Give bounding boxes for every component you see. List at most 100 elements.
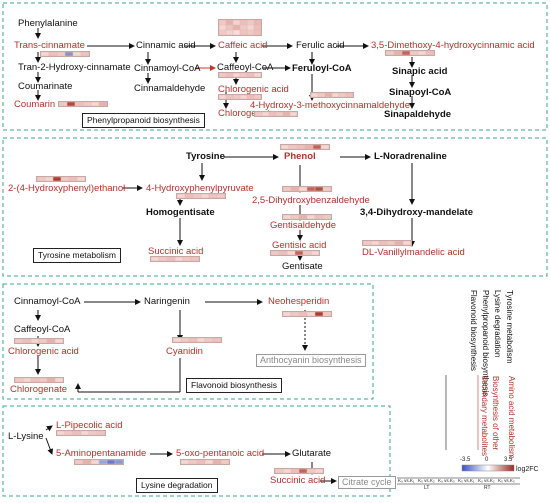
heatmap-cell (41, 52, 49, 56)
heatmap-cell (254, 95, 261, 99)
link-anthocyanin-biosynthesis[interactable]: Anthocyanin biosynthesis (256, 354, 366, 367)
node-l-lysine: L-Lysine (8, 431, 44, 442)
heatmap-cell (283, 215, 291, 219)
node-homogentisate: Homogentisate (146, 207, 215, 218)
heatmap-cell (233, 20, 240, 25)
heatmap-cell (15, 339, 23, 343)
node-chlorogenic-acid: Chlorogenic acid (218, 84, 289, 95)
heatmap-cell (219, 95, 226, 99)
heatmap-cell (175, 257, 183, 261)
node-phenylalanine: Phenylalanine (18, 18, 78, 29)
heatmap-cell (323, 187, 331, 191)
node-oxo-pentanoic-acid: 5-oxo-pentanoic acid (176, 448, 265, 459)
heatmap-cell (23, 378, 31, 382)
node-feruloyl-coa: Feruloyl-CoA (292, 63, 352, 74)
hm-coumarin (58, 101, 108, 107)
node-dl-vanillylmandelic-acid: DL-Vanillylmandelic acid (362, 247, 465, 258)
heatmap-cell (279, 251, 287, 255)
heatmap-cell (91, 460, 99, 464)
heatmap-cell (325, 93, 332, 97)
heatmap-cell (291, 215, 299, 219)
heatmap-cell (97, 431, 105, 435)
node-aminopentanamide: 5-Aminopentanamide (56, 448, 147, 459)
heatmap-cell (289, 145, 297, 149)
heatmap-cell (213, 338, 221, 342)
heatmap-cell (219, 30, 226, 35)
heatmap-cell (299, 215, 307, 219)
heatmap-cell (379, 241, 387, 245)
heatmap-cell (189, 338, 197, 342)
hm-dihydroxybenzaldehyde (282, 186, 332, 192)
heatmap-cell (247, 25, 254, 30)
heatmap-cell (197, 460, 205, 464)
node-coumarinate: Coumarinate (18, 81, 73, 92)
heatmap-cell (311, 93, 318, 97)
heatmap-cell (271, 251, 279, 255)
node-gentisaldehyde: Gentisaldehyde (270, 220, 337, 231)
heatmap-cell (167, 257, 175, 261)
heatmap-cell (107, 460, 115, 464)
hm-succinic-tyro (150, 256, 200, 262)
hm-chlorogenic-flav (14, 338, 64, 344)
heatmap-cell (47, 339, 55, 343)
node-cinnamoyl-coa-flav: Cinnamoyl-CoA (14, 296, 81, 307)
heatmap-cell (283, 312, 291, 316)
node-cyanidin: Cyanidin (166, 346, 203, 357)
node-caffeic-acid: Caffeic acid (218, 40, 268, 51)
heatmap-cell (395, 241, 403, 245)
heatmap-cell (205, 338, 213, 342)
heatmap-cell (219, 73, 226, 77)
heatmap-cell (321, 145, 329, 149)
node-caffeoyl-coa: Caffeoyl-CoA (217, 62, 274, 73)
heatmap-cell (91, 102, 99, 106)
heatmap-cell (233, 73, 240, 77)
heatmap-cell (315, 215, 323, 219)
legend-col-3: K₀ vs.K₃ (438, 478, 455, 483)
heatmap-cell (240, 73, 247, 77)
heatmap-cell (276, 112, 283, 116)
heatmap-cell (307, 312, 315, 316)
node-cinnamic-acid: Cinnamic acid (136, 40, 196, 51)
hm-hydroxyphenylethanol (36, 176, 86, 182)
heatmap-cell (394, 51, 402, 55)
heatmap-cell (219, 20, 226, 25)
legend-col-5: K₀ vs.K₂ (478, 478, 495, 483)
heatmap-cell (115, 460, 123, 464)
heatmap-cell (177, 194, 185, 198)
hm-oxo-pentanoic (180, 459, 230, 465)
heatmap-cell (339, 93, 346, 97)
link-citrate-cycle[interactable]: Citrate cycle (338, 476, 396, 489)
heatmap-cell (332, 93, 339, 97)
node-hydroxyphenyl-ethanol: 2-(4-Hydroxyphenyl)ethanol (8, 183, 126, 194)
node-glutarate: Glutarate (292, 448, 332, 459)
heatmap-cell (247, 95, 254, 99)
node-sinapaldehyde: Sinapaldehyde (384, 109, 452, 120)
heatmap-cell (49, 52, 57, 56)
heatmap-cell (65, 431, 73, 435)
panel-title-phenylpropanoid: Phenylpropanoid biosynthesis (82, 113, 205, 128)
hm-neohesperidin (282, 311, 332, 317)
heatmap-cell (217, 194, 225, 198)
node-dihydroxy-mandelate: 3,4-Dihydroxy-mandelate (360, 207, 473, 218)
heatmap-cell (209, 194, 217, 198)
heatmap-cell (307, 469, 315, 473)
heatmap-cell (295, 251, 303, 255)
legend-scale-max: 3.5 (504, 457, 513, 463)
node-l-pipecolic-acid: L-Pipecolic acid (56, 420, 123, 431)
heatmap-cell (57, 431, 65, 435)
node-sinapoyl-coa: Sinapoyl-CoA (389, 87, 452, 98)
node-ferulic-acid: Ferulic acid (296, 40, 345, 51)
heatmap-cell (81, 52, 89, 56)
heatmap-cell (240, 20, 247, 25)
node-succinic-acid-tyro: Succinic acid (148, 246, 204, 257)
heatmap-cell (47, 378, 55, 382)
node-chlorogenate-flav: Chlorogenate (10, 384, 68, 395)
heatmap-cell (83, 460, 91, 464)
heatmap-cell (69, 177, 77, 181)
heatmap-cell (53, 177, 61, 181)
hm-chlorogenate (254, 111, 298, 117)
hm-aminopentanamide (74, 459, 124, 465)
hm-cyanidin (172, 337, 222, 343)
heatmap-cell (73, 52, 81, 56)
heatmap-cell (45, 177, 53, 181)
